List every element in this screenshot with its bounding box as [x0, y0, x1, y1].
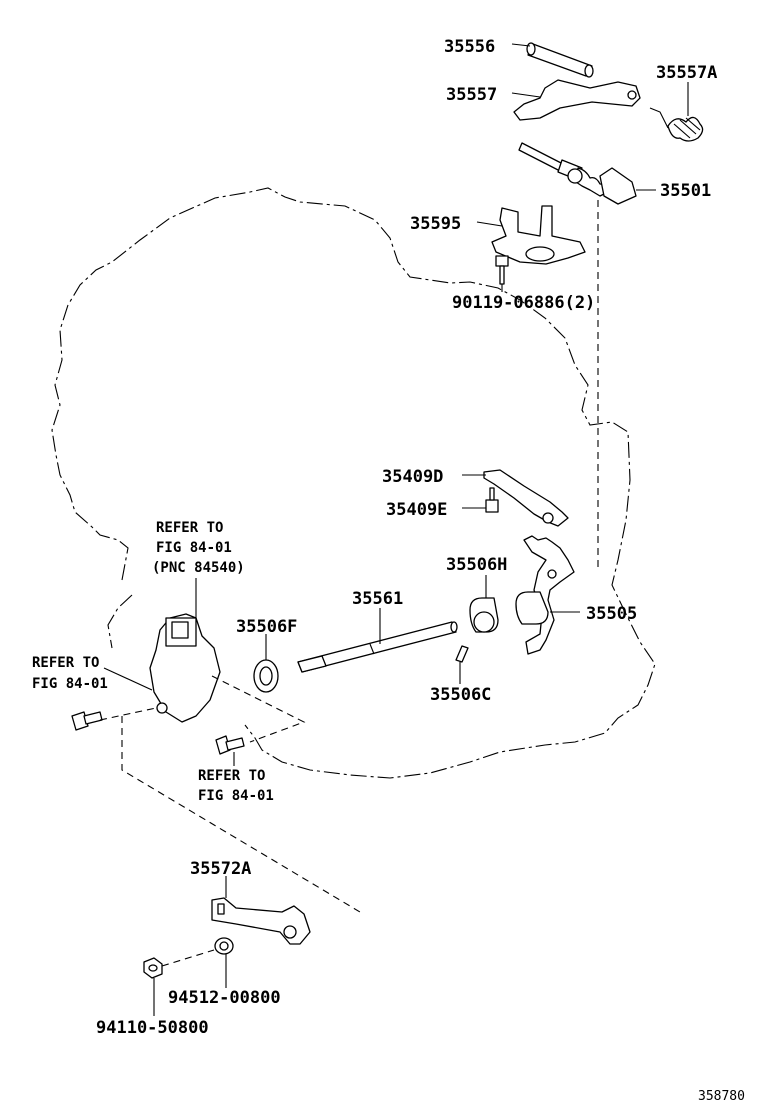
label-35501: 35501: [660, 181, 711, 201]
collar-35506H: [469, 597, 499, 633]
rod-35501: [518, 142, 637, 205]
spring-35557A: [649, 107, 704, 142]
nut-94110: [143, 957, 163, 979]
transmission-case-lower-left: [107, 594, 133, 649]
note-refer-bottom-line2: FIG 84-01: [198, 788, 274, 804]
note-refer-left-line1: REFER TO: [32, 655, 99, 671]
shaft-35561: [297, 621, 458, 673]
label-94110-50800: 94110-50800: [96, 1018, 209, 1038]
label-35556: 35556: [444, 37, 495, 57]
lever-35409D: [483, 469, 569, 527]
note-refer-top-line1: REFER TO: [156, 520, 223, 536]
lever-35572A: [211, 897, 311, 945]
label-35506C: 35506C: [430, 685, 491, 705]
label-94512-00800: 94512-00800: [168, 988, 281, 1008]
label-90119-06886: 90119-06886(2): [452, 293, 595, 313]
seal-35506F: [253, 659, 279, 693]
washer-94512: [214, 937, 234, 955]
note-refer-left-line2: FIG 84-01: [32, 676, 108, 692]
label-35409E: 35409E: [386, 500, 447, 520]
label-35506F: 35506F: [236, 617, 297, 637]
figure-id: 358780: [698, 1089, 745, 1104]
transmission-case-outline: [51, 187, 656, 779]
label-35505: 35505: [586, 604, 637, 624]
label-35561: 35561: [352, 589, 403, 609]
pin-35506C: [455, 645, 469, 663]
label-35506H: 35506H: [446, 555, 507, 575]
lever-35557: [513, 79, 641, 121]
plate-35595: [491, 205, 586, 265]
label-35557A: 35557A: [656, 63, 717, 83]
note-refer-top-line3: (PNC 84540): [152, 560, 245, 576]
label-35572A: 35572A: [190, 859, 251, 879]
bolt-90119: [495, 255, 509, 285]
label-35557: 35557: [446, 85, 497, 105]
note-refer-bottom-line1: REFER TO: [198, 768, 265, 784]
bolt-35409E: [485, 487, 499, 513]
neutral-start-switch: [149, 613, 221, 723]
lever-35505: [515, 535, 575, 655]
bolt-left: [71, 711, 103, 731]
bolt-bottom: [215, 735, 245, 755]
label-35595: 35595: [410, 214, 461, 234]
pin-35556: [526, 42, 594, 78]
note-refer-top-line2: FIG 84-01: [156, 540, 232, 556]
label-35409D: 35409D: [382, 467, 443, 487]
